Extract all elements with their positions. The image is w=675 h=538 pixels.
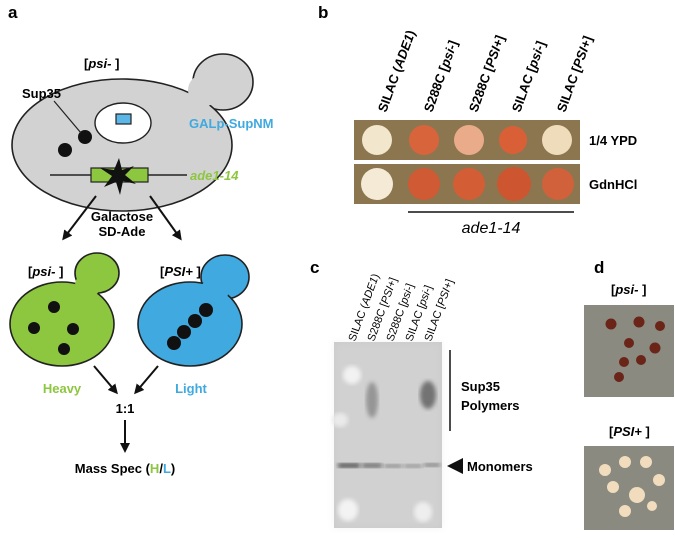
lane-labels: SILAC (ADE1) S288C [PSI+] S288C [psi-] S… (347, 272, 457, 343)
ade-bracket-label: ade1-14 (462, 220, 521, 237)
panel-d-letter: d (594, 258, 604, 277)
polymers-label-line2: Polymers (461, 398, 520, 413)
polymers-label-line1: Sup35 (461, 379, 500, 394)
panel-b: b SILAC (ADE1) S288C [psi-] S288C [PSI+]… (318, 3, 637, 237)
monomer-band (362, 463, 382, 468)
colony (599, 464, 611, 476)
column-labels: SILAC (ADE1) S288C [psi-] S288C [PSI+] S… (375, 28, 595, 114)
western-blot (332, 342, 442, 528)
galp-supnm-label: GALp-SupNM (189, 116, 273, 131)
light-label: Light (175, 381, 207, 396)
condition-galactose: Galactose (91, 209, 153, 224)
colony (655, 321, 665, 331)
spot (499, 126, 527, 154)
arrow-heavy-merge (93, 365, 118, 395)
heavy-yeast-cell (9, 252, 120, 367)
colony (653, 474, 665, 486)
psi-plus-plate-label: [PSI+ ] (609, 424, 650, 439)
panel-c: c SILAC (ADE1) S288C [PSI+] S288C [psi-]… (310, 258, 533, 528)
polymer-smear (366, 382, 378, 418)
supnm-plasmid (115, 113, 132, 125)
colony (640, 456, 652, 468)
mass-spec-label: Mass Spec (H/L) (75, 461, 175, 476)
colony (647, 501, 657, 511)
sup35-dot (58, 143, 72, 157)
spot (409, 125, 439, 155)
monomer-band (338, 463, 360, 468)
colony (619, 357, 629, 367)
mutation-star-icon (100, 158, 136, 195)
monomers-label: Monomers (467, 459, 533, 474)
ade1-14-label: ade1-14 (190, 168, 239, 183)
condition-sd-ade: SD-Ade (99, 224, 146, 239)
ratio-label: 1:1 (116, 401, 135, 416)
panel-c-letter: c (310, 258, 319, 277)
column-label-silac-ade1: SILAC (ADE1) (375, 28, 419, 114)
arrow-to-light (149, 195, 182, 241)
colony (619, 456, 631, 468)
spots-ypd (362, 125, 572, 155)
colonies-psi-minus (605, 316, 665, 382)
column-label-s288c-psi-plus: S288C [PSI+] (466, 33, 508, 114)
polymer-smear (420, 381, 436, 409)
plate-psi-minus (584, 305, 674, 397)
sup35-pointer (53, 100, 82, 134)
spot (361, 168, 393, 200)
spot (362, 125, 392, 155)
colonies-psi-plus (599, 456, 665, 517)
panel-a: a [psi- ] Sup35 GALp-SupNM ade1-14 Galac… (8, 3, 273, 476)
panel-a-letter: a (8, 3, 18, 22)
right-cell-state: [PSI+ ] (160, 264, 201, 279)
spots-gdnhcl (361, 167, 574, 201)
colony (629, 487, 645, 503)
top-yeast-cell (11, 53, 254, 212)
colony (633, 316, 645, 328)
arrow-light-merge (134, 365, 159, 395)
spot (542, 125, 572, 155)
monomer-band (384, 464, 402, 468)
sup35-dot (78, 130, 92, 144)
left-cell-state: [psi- ] (28, 264, 63, 279)
light-yeast-cell (137, 254, 250, 367)
colony (624, 338, 634, 348)
monomers-arrow-icon (447, 458, 463, 474)
row-label-gdnhcl: GdnHCl (589, 177, 637, 192)
colony (607, 481, 619, 493)
colony (649, 342, 661, 354)
row-label-ypd: 1/4 YPD (589, 133, 637, 148)
colony (614, 372, 624, 382)
spot (453, 168, 485, 200)
spot (497, 167, 531, 201)
colony (605, 318, 617, 330)
spot (454, 125, 484, 155)
top-cell-state: [psi- ] (84, 56, 119, 71)
spot (542, 168, 574, 200)
spot (408, 168, 440, 200)
colony (636, 355, 646, 365)
monomer-band (424, 463, 440, 467)
psi-minus-plate-label: [psi- ] (611, 282, 646, 297)
monomer-band (404, 464, 422, 468)
panel-d: d [psi- ] [PSI+ ] (584, 258, 674, 530)
heavy-label: Heavy (43, 381, 82, 396)
column-label-silac-psi-minus: SILAC [psi-] (509, 39, 549, 114)
column-label-silac-psi-plus: SILAC [PSI+] (554, 34, 595, 114)
column-label-s288c-psi-minus: S288C [psi-] (421, 38, 461, 114)
sup35-label: Sup35 (22, 86, 61, 101)
arrow-to-heavy (62, 195, 97, 241)
colony (619, 505, 631, 517)
panel-b-letter: b (318, 3, 328, 22)
